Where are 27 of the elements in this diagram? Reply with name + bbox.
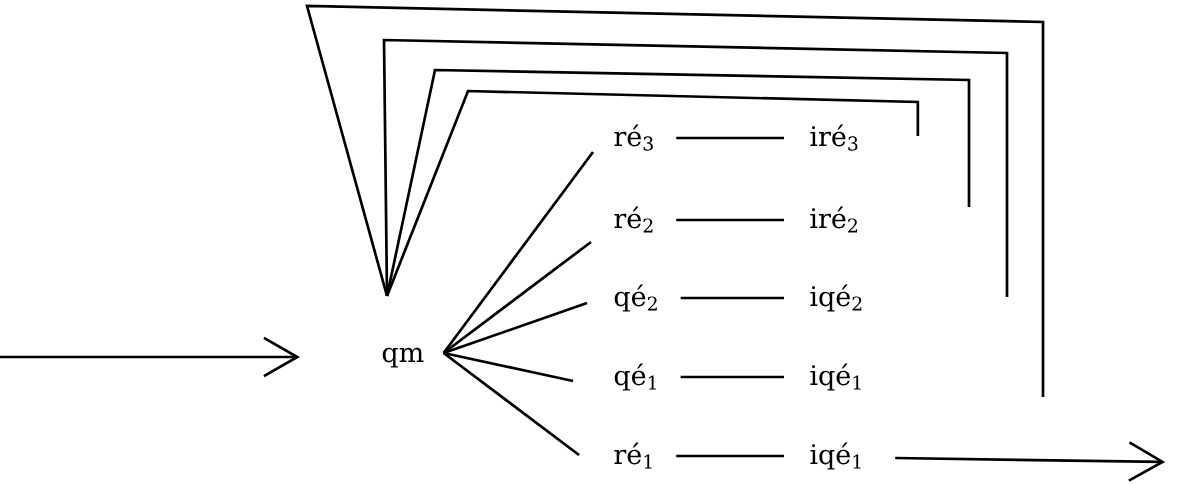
state-label: ré$_{3}$ (614, 124, 653, 151)
state-label: iqé$_{1}$ (810, 363, 861, 391)
feedback-line (305, 4, 1045, 397)
state-label: iqé$_{1}$ (810, 442, 861, 470)
connector-line (442, 240, 592, 355)
state-label: ré$_{2}$ (614, 206, 653, 233)
state-label: iré$_{3}$ (810, 124, 858, 151)
connector-line (443, 351, 574, 383)
arrow (895, 441, 1166, 482)
connector-line (676, 218, 784, 222)
feedback-line (385, 68, 971, 297)
state-label: iqé$_{2}$ (810, 284, 862, 312)
connector-line (680, 375, 784, 379)
state-label: qé$_{2}$ (614, 284, 657, 312)
connector-line (676, 136, 784, 140)
state-label: ré$_{1}$ (614, 442, 652, 469)
state-label: iré$_{2}$ (810, 206, 857, 233)
connector-line (680, 296, 784, 300)
arrow (0, 336, 300, 378)
connector-line (442, 151, 595, 354)
state-label: qé$_{1}$ (614, 363, 656, 391)
feedback-line (385, 89, 920, 297)
connector-line (442, 351, 580, 457)
connector-line (676, 454, 784, 458)
state-label: qm (382, 347, 424, 368)
connector-line (443, 301, 588, 355)
feedback-line (382, 38, 1009, 297)
